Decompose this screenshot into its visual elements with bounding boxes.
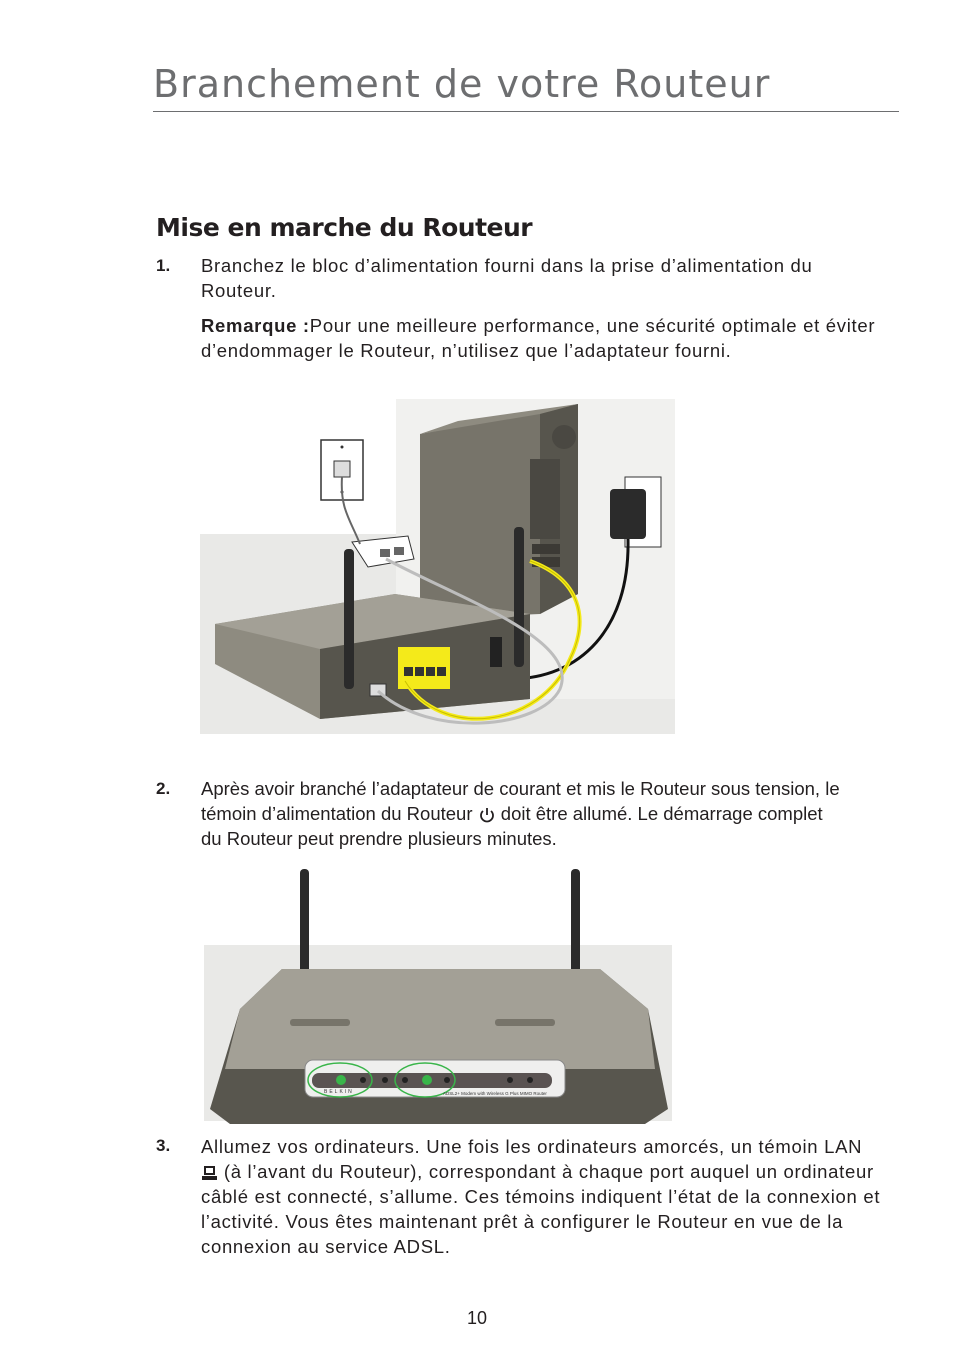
step-3-text: Allumez vos ordinateurs. Une fois les or… [201, 1134, 881, 1259]
step-3-text-start: Allumez vos ordinateurs. Une fois les or… [201, 1136, 863, 1157]
page-number: 10 [466, 1308, 488, 1328]
step-1-number: 1. [156, 256, 171, 275]
lan-led [422, 1075, 432, 1085]
page-header-title: Branchement de votre Routeur [153, 62, 771, 106]
header-divider [153, 111, 899, 112]
brand-label: BELKIN [324, 1089, 354, 1095]
power-icon [479, 808, 494, 823]
antenna-left [300, 869, 309, 977]
power-adapter [610, 476, 662, 548]
router-front-illustration: BELKIN ADSL2+ Modem with Wireless G Plus… [204, 869, 672, 1124]
model-label: ADSL2+ Modem with Wireless G Plus MIMO R… [443, 1091, 547, 1096]
router-rear [215, 594, 530, 719]
note-text: Pour une meilleure performance, une sécu… [201, 315, 876, 361]
step-1-note: Remarque :Pour une meilleure performance… [201, 313, 881, 363]
step-2-text-start: Après avoir branché l’adaptateur de cour… [201, 778, 840, 824]
power-led [336, 1075, 346, 1085]
step-2-text: Après avoir branché l’adaptateur de cour… [201, 776, 841, 851]
computer-icon [202, 1165, 217, 1180]
antenna-left [344, 549, 354, 689]
section-title: Mise en marche du Routeur [156, 213, 533, 242]
adsl-filter [351, 535, 415, 568]
note-label: Remarque : [201, 315, 310, 336]
step-3-number: 3. [156, 1136, 171, 1155]
router-front-body [210, 969, 668, 1124]
step-2-number: 2. [156, 779, 171, 798]
step-3-text-end: (à l’avant du Routeur), correspondant à … [201, 1161, 881, 1257]
step-2-text-end: doit être allumé. Le démarrage complet d… [201, 803, 823, 849]
step-1-text: Branchez le bloc d’alimentation fourni d… [201, 255, 813, 301]
antenna-right [571, 869, 580, 977]
router-rear-connection-illustration [200, 399, 675, 734]
antenna-right [514, 527, 524, 667]
